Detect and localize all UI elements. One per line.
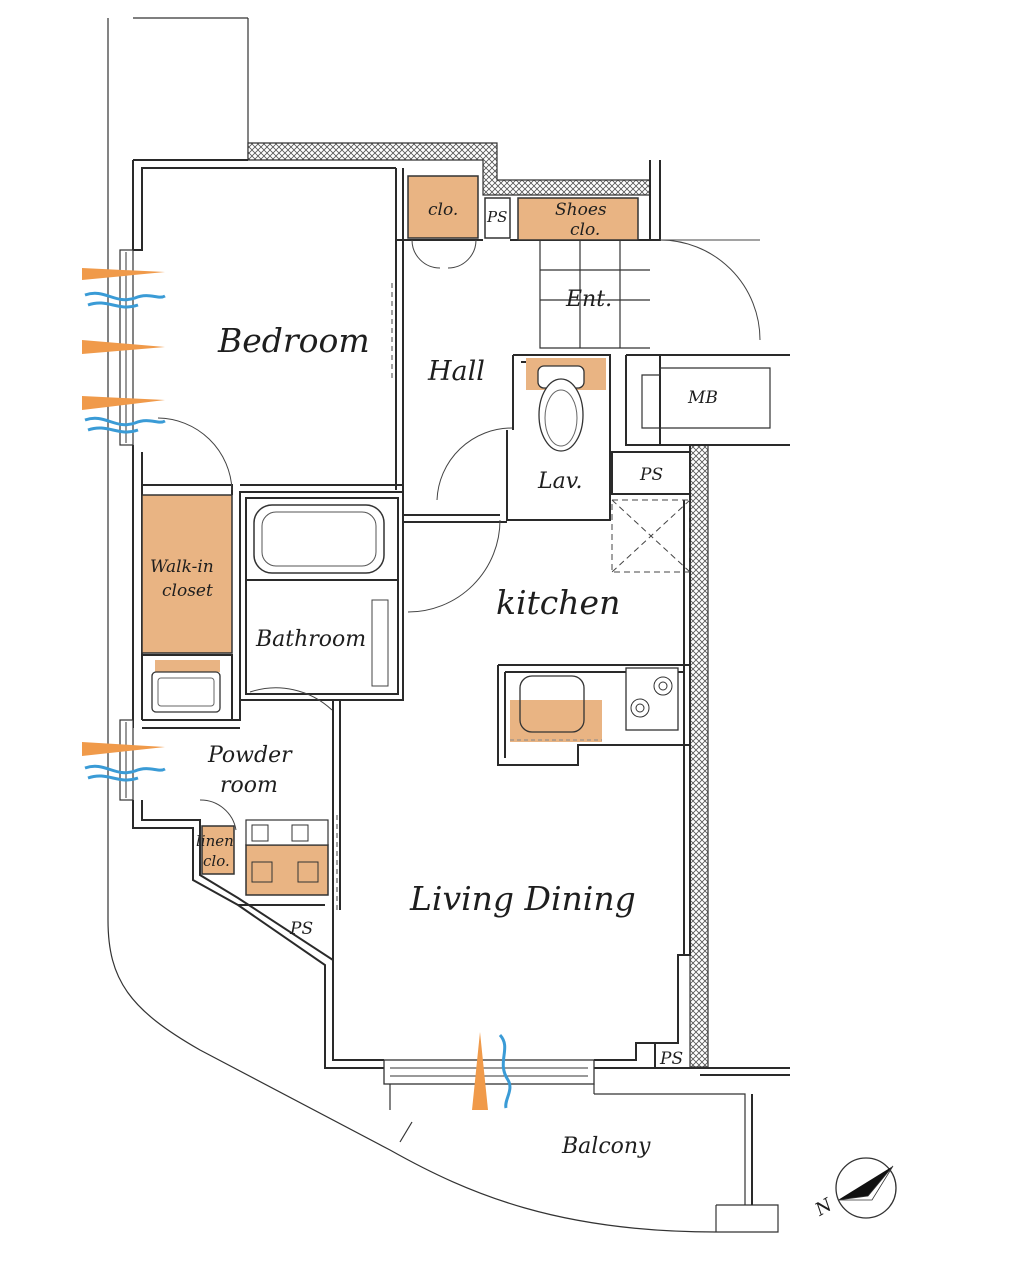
washer-pan <box>151 671 221 713</box>
compass-label: N <box>811 1194 837 1221</box>
sink-counter-fill <box>510 700 602 742</box>
hatched-walls <box>247 142 709 1068</box>
storage-fills <box>141 175 639 896</box>
label-lavatory: Lav. <box>537 469 583 494</box>
label-balcony: Balcony <box>561 1134 651 1159</box>
label-shoes-closet-1: Shoes <box>555 200 607 220</box>
label-ps-top: PS <box>486 208 507 226</box>
left-windows <box>119 249 134 801</box>
label-living-dining: Living Dining <box>409 879 636 918</box>
label-hall: Hall <box>427 356 485 387</box>
label-shoes-closet-2: clo. <box>570 220 600 240</box>
compass-needle-icon <box>838 1166 893 1200</box>
label-ps-lower: PS <box>289 919 313 939</box>
label-ps-bottom: PS <box>659 1049 683 1069</box>
ventilation-arrows <box>82 268 512 1110</box>
balcony-area <box>389 1084 753 1205</box>
room-labels: Bedroom Hall clo. PS Shoes clo. Ent. MB … <box>150 200 718 1159</box>
label-powder-2: room <box>220 773 278 798</box>
label-entrance: Ent. <box>565 287 612 312</box>
label-closet: clo. <box>428 200 458 220</box>
label-walkin-1: Walk-in <box>150 557 214 577</box>
fixtures <box>151 365 679 883</box>
label-kitchen: kitchen <box>496 583 620 622</box>
stove <box>625 667 679 731</box>
walkin-closet-fill <box>141 494 233 654</box>
partitions <box>142 168 790 1068</box>
shoes-closet-fill <box>517 197 639 241</box>
label-bedroom: Bedroom <box>217 321 370 360</box>
label-walkin-2: closet <box>162 581 213 601</box>
closet-fill <box>407 175 479 239</box>
vanity-fill <box>245 844 329 896</box>
compass: N <box>811 1157 897 1221</box>
label-linen-1: linen <box>196 832 234 850</box>
doors <box>157 239 761 1085</box>
label-linen-2: clo. <box>203 852 230 870</box>
kitchen-sink <box>519 675 585 733</box>
label-bathroom: Bathroom <box>255 627 366 652</box>
label-ps-right: PS <box>639 465 663 485</box>
linen-closet-fill <box>201 825 235 875</box>
bathtub <box>253 504 385 574</box>
laundry-shelf-fill <box>155 660 220 672</box>
ps-top-box <box>484 197 511 239</box>
label-mb: MB <box>687 388 718 408</box>
label-powder-1: Powder <box>207 743 293 768</box>
